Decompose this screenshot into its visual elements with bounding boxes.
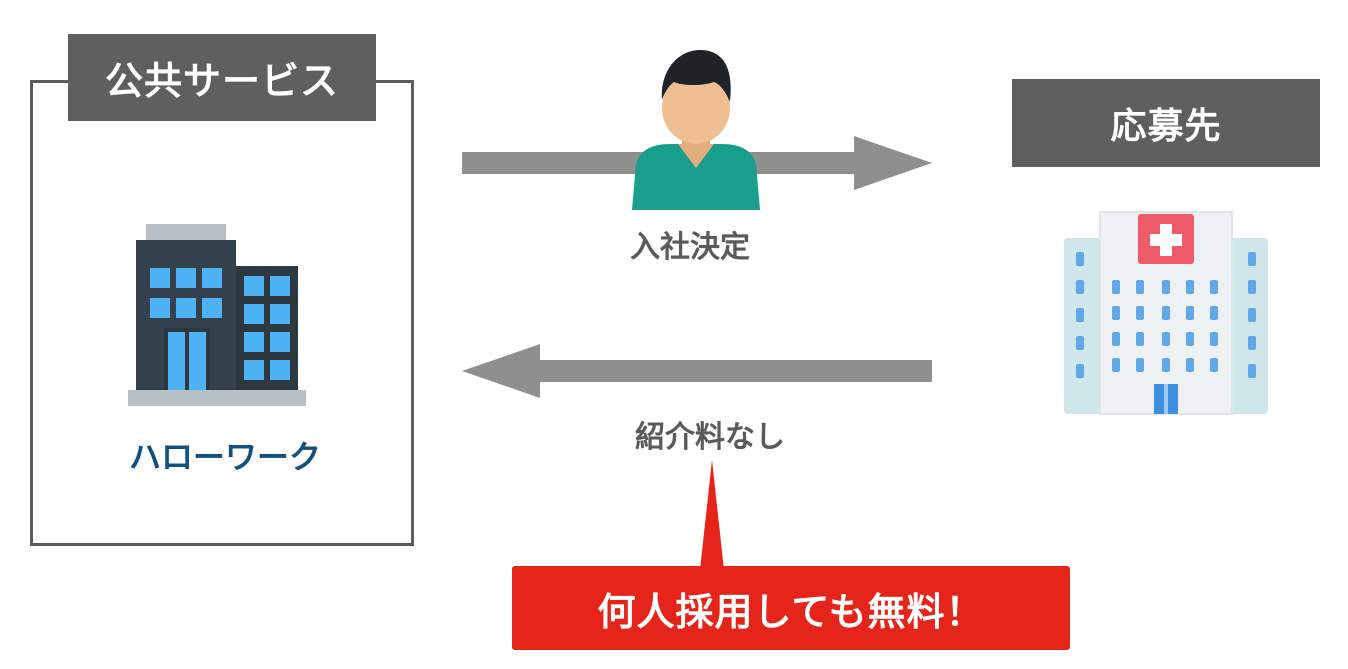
hospital-icon <box>1064 211 1268 415</box>
office-building-icon <box>128 224 306 406</box>
agency-name: ハローワーク <box>128 438 321 476</box>
public-service-header: 公共サービス <box>68 34 376 121</box>
arrow-left <box>462 344 932 398</box>
employer-header: 応募先 <box>1012 79 1320 167</box>
callout-pointer <box>700 460 724 570</box>
person-icon <box>632 50 760 210</box>
free-hiring-callout: 何人採用しても無料！ <box>512 566 1070 650</box>
hired-label: 入社決定 <box>630 230 750 265</box>
no-fee-label: 紹介料なし <box>635 420 785 455</box>
